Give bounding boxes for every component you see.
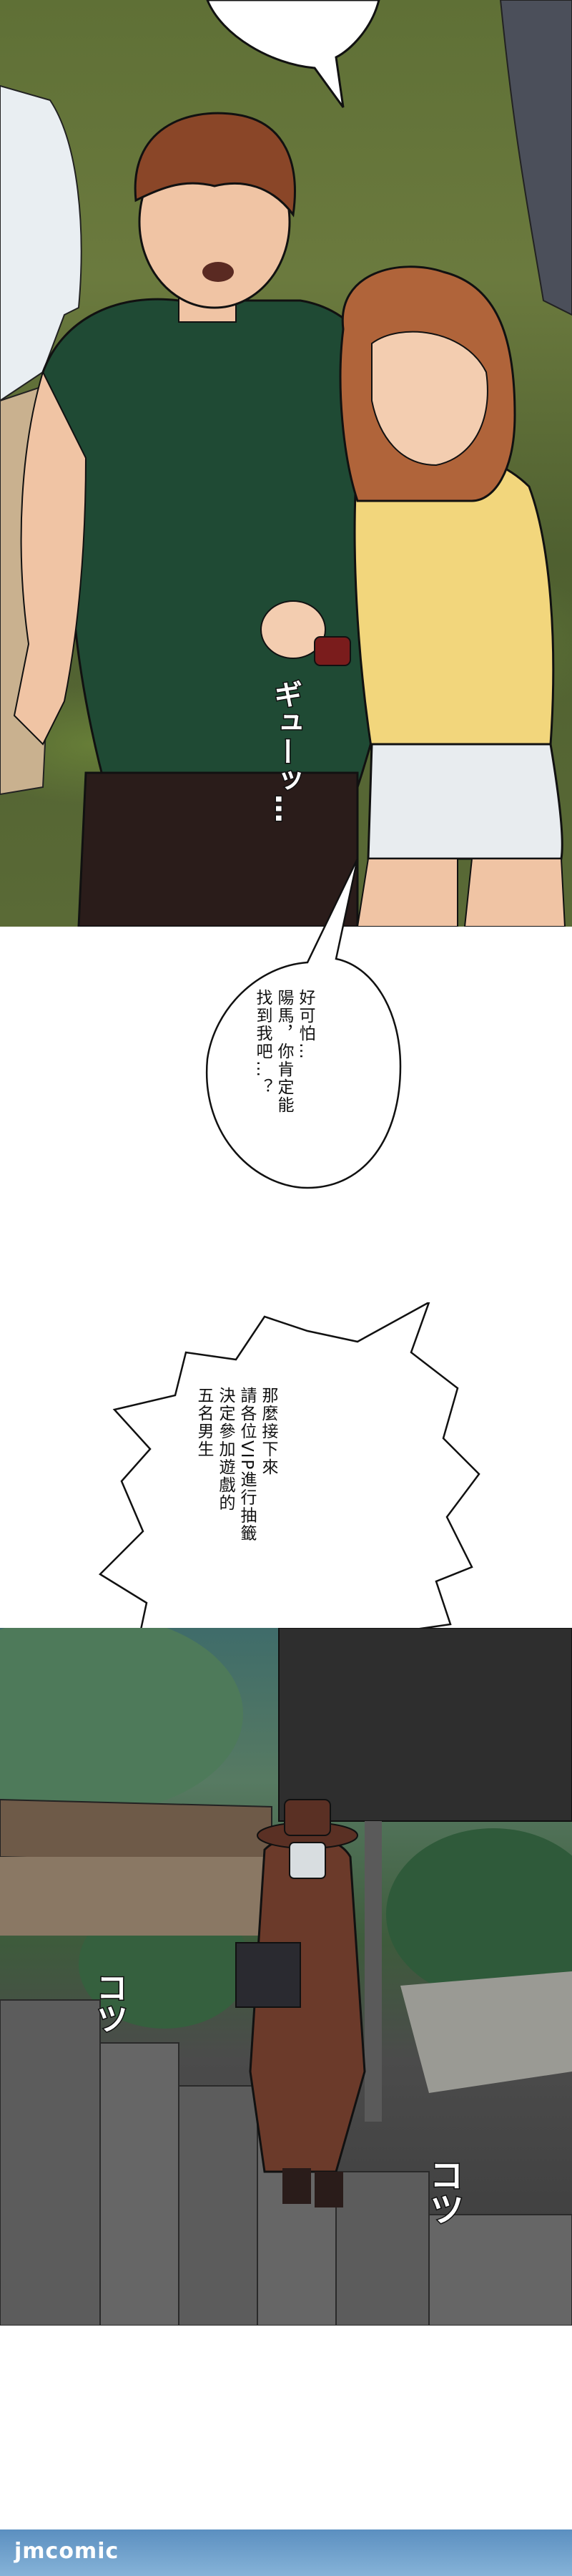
man-shorts: [77, 771, 359, 927]
watermark-logo: jmcomic: [14, 2539, 119, 2564]
man-hair: [134, 112, 296, 218]
roof-overhang: [278, 1628, 572, 1822]
woman-face: [371, 331, 488, 467]
girl-dialogue: 好可怕… 陽馬，你肯定能 找到我吧…？: [252, 989, 316, 1218]
distant-building-wall: [0, 1857, 272, 1936]
wristband: [314, 636, 351, 666]
woman-hand: [260, 600, 326, 659]
host-line-3: 決定參加遊戲的: [216, 1387, 235, 1512]
sfx-squeeze: ギューッ…: [268, 679, 303, 824]
pillar: [365, 1821, 382, 2122]
tree-canopy-right: [386, 1828, 572, 2000]
sfx-footstep-left: コツ: [90, 1971, 129, 2036]
panel-park-couple: ギューッ…: [0, 0, 572, 927]
man-arm: [13, 370, 87, 746]
panel-courtyard-host: コツ コツ: [0, 1628, 572, 2326]
park-scene-illustration: [0, 0, 572, 927]
background-person-right: [499, 0, 572, 316]
figure-mask: [289, 1842, 326, 1879]
sfx-footstep-right: コツ: [423, 2157, 465, 2228]
top-speech-bubble-fragment: [206, 0, 380, 108]
man-mouth: [202, 262, 234, 282]
host-line-4: 五名男生: [194, 1387, 213, 1458]
lottery-box: [235, 1942, 301, 2008]
tree-canopy-left: [0, 1628, 243, 1814]
figure-hat: [284, 1799, 331, 1836]
woman-shorts: [367, 743, 563, 860]
girl-line-2: 陽馬，你肯定能: [275, 989, 293, 1114]
distant-building: [0, 1798, 272, 1865]
background-person-left: [0, 84, 82, 402]
speech-bubble-girl: [205, 859, 402, 1189]
panel-bottom-strip: [0, 2529, 572, 2576]
courtyard-scene-illustration: [0, 1628, 572, 2326]
host-dialogue: 那麼接下來 請各位VIP進行抽籤 決定參加遊戲的 五名男生: [193, 1387, 279, 1702]
host-line-2: 請各位VIP進行抽籤: [237, 1387, 256, 1543]
woman-legs: [356, 858, 566, 927]
host-line-1: 那麼接下來: [259, 1387, 277, 1476]
gravel-area: [400, 1971, 572, 2093]
girl-line-1: 好可怕…: [296, 989, 315, 1060]
girl-line-3: 找到我吧…？: [253, 989, 272, 1096]
